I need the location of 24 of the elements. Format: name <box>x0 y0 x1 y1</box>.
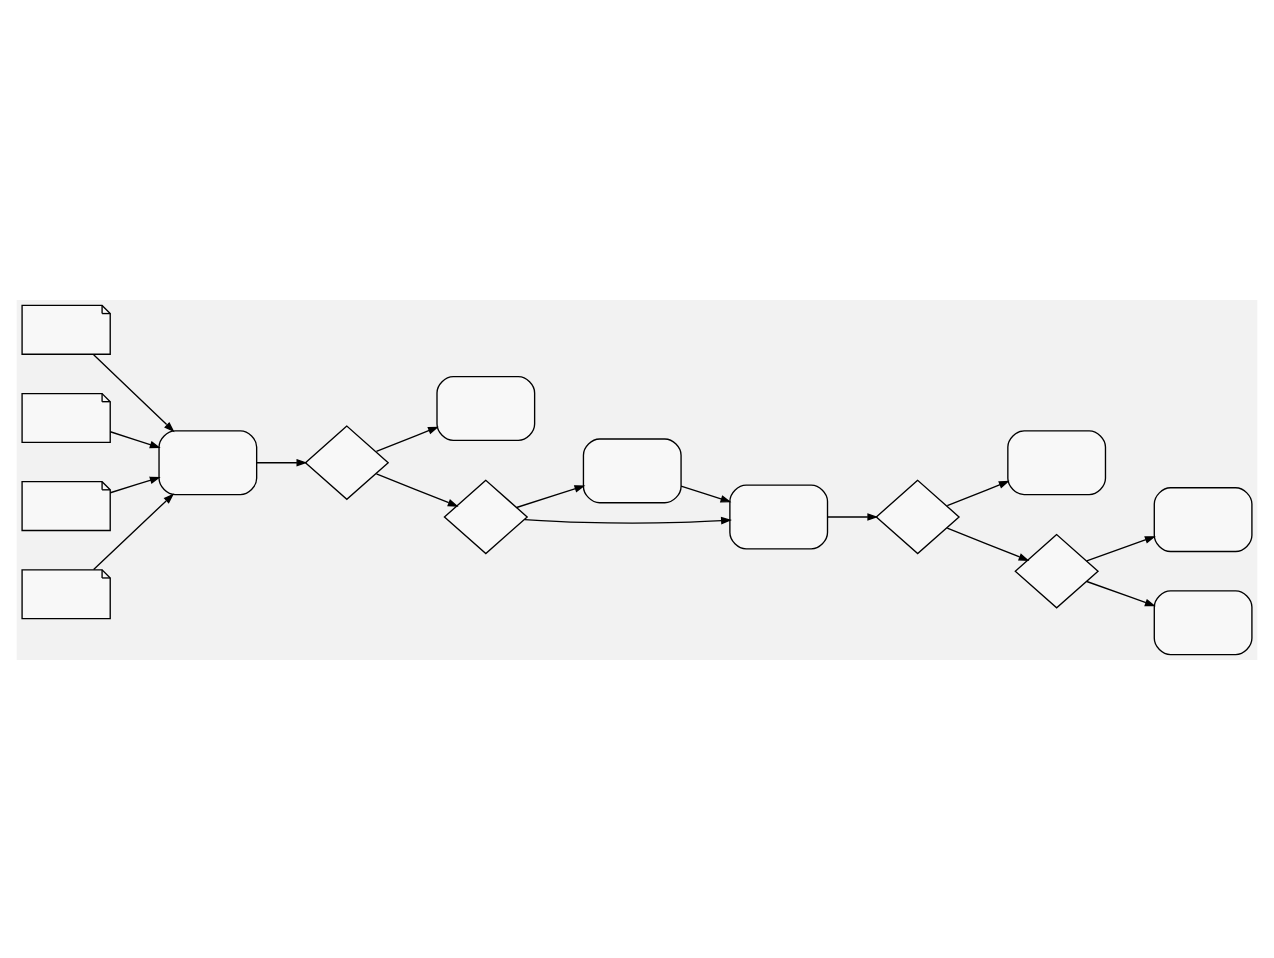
node-box <box>1007 429 1107 495</box>
node-box <box>1153 589 1253 655</box>
node-diamond <box>304 424 390 500</box>
arrow <box>1086 579 1156 606</box>
arrow <box>375 472 459 506</box>
arrow <box>946 479 1010 506</box>
node-box <box>1153 486 1253 552</box>
arrow <box>92 492 175 570</box>
arrow <box>827 512 879 520</box>
node-box <box>436 374 536 440</box>
node-box <box>158 429 258 495</box>
node-box <box>582 437 682 503</box>
arrow <box>92 353 175 432</box>
arrow <box>1086 535 1156 561</box>
arrow <box>109 475 161 493</box>
arrow <box>515 484 586 508</box>
arrow <box>523 515 732 524</box>
node-box <box>729 483 829 549</box>
arrow <box>256 457 308 466</box>
node-diamond <box>875 478 961 554</box>
arrow <box>946 526 1030 560</box>
arrow <box>109 430 161 448</box>
arrow <box>680 484 732 502</box>
arrow <box>375 425 439 452</box>
